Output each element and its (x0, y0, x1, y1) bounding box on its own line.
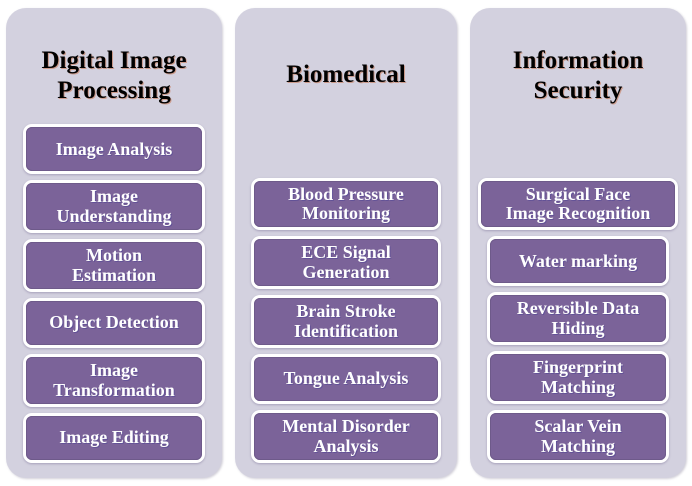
topic-list-information-security: Surgical Face Image Recognition Water ma… (478, 177, 678, 463)
category-panel-digital-image-processing: Digital Image Processing Image Analysis … (6, 8, 222, 478)
topic-box[interactable]: Motion Estimation (23, 239, 205, 293)
topic-box[interactable]: ECE Signal Generation (251, 236, 441, 290)
topic-box[interactable]: Blood Pressure Monitoring (251, 177, 441, 231)
category-panel-biomedical: Biomedical Blood Pressure Monitoring ECE… (235, 8, 457, 478)
topic-box[interactable]: Water marking (487, 236, 669, 287)
topic-box[interactable]: Scalar Vein Matching (487, 410, 669, 463)
topic-box[interactable]: Brain Stroke Identification (251, 295, 441, 349)
category-panel-information-security: Information Security Surgical Face Image… (470, 8, 686, 478)
category-title-information-security: Information Security (512, 47, 644, 104)
topic-box[interactable]: Image Analysis (23, 124, 205, 175)
topic-box[interactable]: Image Editing (23, 413, 205, 463)
topic-list-biomedical: Blood Pressure Monitoring ECE Signal Gen… (243, 177, 449, 463)
category-title-digital-image-processing: Digital Image Processing (41, 47, 187, 104)
topic-box[interactable]: Object Detection (23, 298, 205, 349)
topic-box[interactable]: Surgical Face Image Recognition (478, 177, 678, 231)
category-title-biomedical: Biomedical (286, 61, 406, 88)
topic-box[interactable]: Tongue Analysis (251, 354, 441, 405)
topic-list-digital-image-processing: Image Analysis Image Understanding Motio… (14, 124, 214, 463)
topic-box[interactable]: Image Understanding (23, 180, 205, 234)
topic-box[interactable]: Reversible Data Hiding (487, 292, 669, 346)
topic-box[interactable]: Mental Disorder Analysis (251, 410, 441, 463)
topic-box[interactable]: Fingerprint Matching (487, 351, 669, 405)
topic-box[interactable]: Image Transformation (23, 354, 205, 407)
